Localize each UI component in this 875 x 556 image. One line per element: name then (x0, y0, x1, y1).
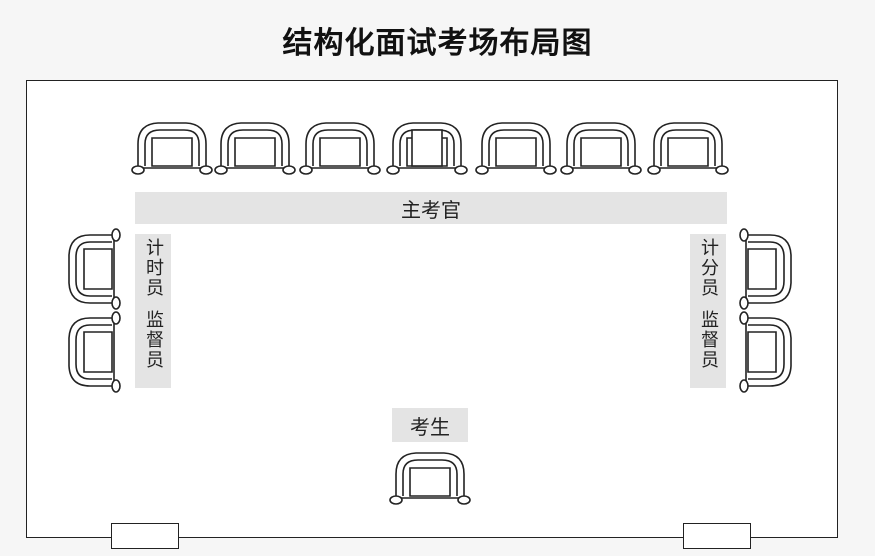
chief-examiner-bar: 主考官 (135, 192, 727, 224)
timekeeper-label: 计时员 (143, 238, 164, 298)
candidate-bar: 考生 (392, 408, 468, 442)
timekeeper-supervisor-chair (68, 311, 121, 393)
examiner-chair (560, 122, 642, 175)
examiner-chair (647, 122, 729, 175)
candidate-label: 考生 (410, 414, 450, 439)
right-supervisor-label: 监督员 (698, 310, 719, 370)
diagram-title: 结构化面试考场布局图 (282, 26, 593, 61)
examiner-chair (131, 122, 213, 175)
right-staff-bar: 计分员 监督员 (690, 234, 726, 388)
left-supervisor-label: 监督员 (143, 310, 164, 370)
examiner-chair (299, 122, 381, 175)
door-right (683, 523, 751, 549)
scorer-supervisor-chair (739, 311, 792, 393)
examiner-chair (386, 122, 468, 175)
left-staff-bar: 计时员 监督员 (135, 234, 171, 388)
examiner-chair (475, 122, 557, 175)
door-left (111, 523, 179, 549)
chief-examiner-label: 主考官 (401, 197, 461, 222)
timekeeper-supervisor-chair (68, 228, 121, 310)
scorer-label: 计分员 (698, 238, 719, 298)
examiner-chair (214, 122, 296, 175)
candidate-chair (389, 452, 471, 505)
scorer-supervisor-chair (739, 228, 792, 310)
